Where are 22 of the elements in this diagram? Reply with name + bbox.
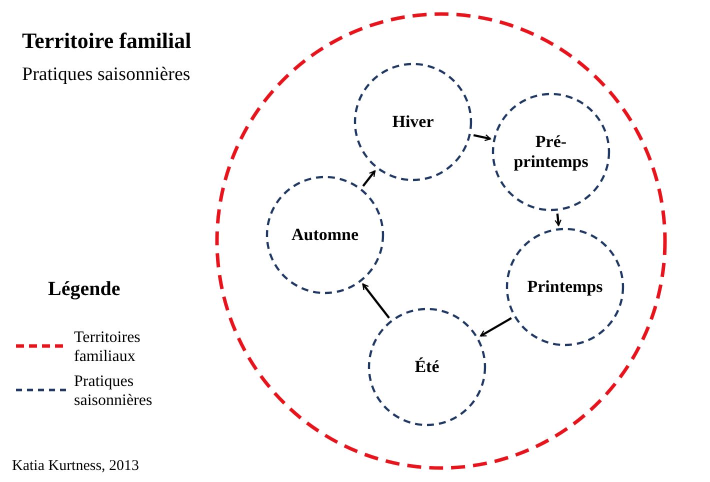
arrow [362, 170, 376, 187]
season-label: Printemps [527, 277, 603, 297]
arrow [473, 134, 491, 142]
title: Territoire familial [22, 28, 192, 54]
season-label: Été [414, 357, 440, 377]
season-circle [505, 227, 625, 347]
legend-text: Territoires familiaux [74, 328, 142, 366]
legend-text: Pratiques saisonnières [74, 372, 154, 410]
arrow [480, 317, 512, 337]
arrow [362, 283, 390, 319]
season-circle [367, 307, 487, 427]
subtitle: Pratiques saisonnières [22, 64, 190, 86]
season-label: Hiver [392, 112, 434, 132]
season-label: Pré-printemps [512, 132, 590, 172]
season-circle [353, 62, 473, 182]
territory-circle [215, 12, 667, 470]
arrow [554, 214, 562, 226]
credit-text: Katia Kurtness, 2013 [12, 458, 140, 475]
season-circle [265, 175, 385, 295]
season-circle [491, 92, 611, 212]
legend-heading: Légende [48, 278, 120, 301]
season-label: Automne [291, 225, 359, 245]
